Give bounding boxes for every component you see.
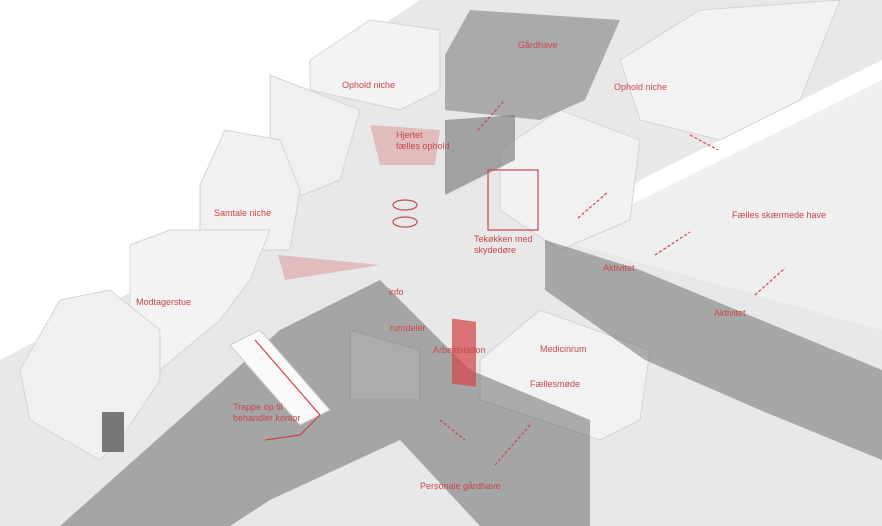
glass-bottom-corridor: [60, 280, 590, 526]
label-hjertet: Hjertet: [396, 130, 423, 140]
glass-gaardhave: [445, 10, 620, 120]
label-faellesmoede: Fællesmøde: [530, 379, 581, 389]
label-trappe: Trappe op til: [233, 402, 283, 412]
stair: [229, 329, 331, 426]
wall-block-arbejdstation: [349, 329, 421, 401]
label-faelles-ophold: fælles ophold: [396, 141, 450, 151]
label-medicinrum: Medicinrum: [540, 344, 587, 354]
label-arbejdstation: Arbejdstation: [433, 345, 486, 355]
glass-have-corridor: [545, 240, 882, 460]
label-skydedoere: skydedøre: [474, 245, 517, 255]
red-sliding-door: [452, 318, 476, 387]
red-zone-hjertet: [370, 125, 440, 165]
label-ophold-niche-left: Ophold niche: [342, 80, 396, 90]
label-tekoekken: Tekøkken med: [474, 234, 533, 244]
label-aktivitet-1: Aktivitet: [603, 263, 635, 273]
label-ophold-niche-right: Ophold niche: [614, 82, 668, 92]
wall-block-right-top: [619, 0, 841, 141]
label-samtale-niche: Samtale niche: [214, 208, 272, 218]
right-wing-floor: [560, 80, 882, 330]
wall-block-ophold: [309, 19, 441, 111]
label-personale-gaardhave: Personale gårdhave: [420, 481, 501, 491]
label-gaardhave: Gårdhave: [518, 40, 558, 50]
glass-center: [445, 115, 515, 195]
wall-block-garderobe: [19, 289, 161, 461]
arrows: [254, 99, 786, 466]
label-garderobe: Garderobe og: [60, 371, 116, 381]
label-toiletter: toiletter: [60, 382, 90, 392]
label-faelles-have: Fælles skærmede have: [732, 210, 827, 220]
red-sight-cone: [278, 255, 380, 280]
label-modtagerstue: Modtagerstue: [136, 297, 192, 307]
wall-block-medicin: [479, 309, 651, 441]
label-info: info: [389, 287, 404, 297]
label-behandler-kontor: behandler kontor: [233, 413, 301, 423]
label-rumdeler: rumdeler: [390, 323, 426, 333]
door: [102, 412, 124, 452]
label-aktivitet-2: Aktivitet: [714, 308, 746, 318]
